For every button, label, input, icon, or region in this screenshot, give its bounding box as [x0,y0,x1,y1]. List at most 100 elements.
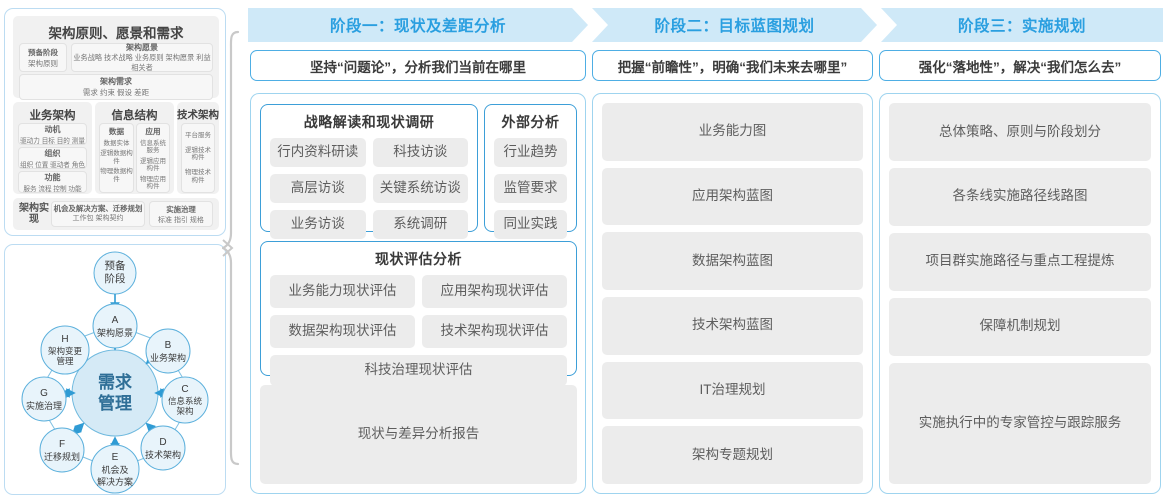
chip-research-1-1[interactable]: 关键系统访谈 [372,174,468,203]
wheel-node-g-letter: G [40,388,48,399]
chip-research-1-0[interactable]: 高层访谈 [270,174,366,203]
chip-external-2[interactable]: 同业实践 [494,210,567,239]
architecture-requirements-block: 架构需求 需求 约束 假设 差距 [19,74,213,100]
chip-assess-1-1[interactable]: 技术架构现状评估 [422,315,567,348]
chip-phase2-0[interactable]: 业务能力图 [602,103,863,161]
data-subcolumn: 数据 数据实体 逻辑数据构件 物理数据构件 [99,123,134,193]
phase3-banner: 阶段三：实施规划 [881,8,1163,42]
left-column: 架构原则、愿景和需求 预备阶段 架构原则 架构愿景 业务战略 技术战略 业务原则… [4,4,232,495]
technology-item-1: 逻辑技术构件 [185,146,211,162]
wheel-prep-line2: 阶段 [105,272,126,285]
assessment-row-3: 科技治理现状评估 [270,355,567,386]
application-title: 应用 [145,127,161,136]
chip-phase2-2[interactable]: 数据架构蓝图 [602,232,863,291]
prep-line2: 架构原则 [28,58,58,68]
wheel-node-a-letter: A [112,315,119,326]
wheel-node-b-letter: B [165,340,172,351]
chip-research-2-1[interactable]: 系统调研 [372,210,468,239]
wheel-node-c-letter: C [181,384,188,395]
brace-connector [220,28,250,468]
wheel-node-h-label2: 管理 [56,356,74,366]
wheel-node-c-label1: 信息系统 [168,396,203,406]
opportunities-migration-block: 机会及解决方案、迁移规划 工作包 架构契约 [51,201,145,227]
external-row-3: 同业实践 [494,210,567,239]
wheel-node-c-label2: 架构 [176,406,193,416]
technology-architecture-group: 技术架构 平台服务 逻辑技术构件 物理技术构件 [177,102,219,194]
technology-architecture-title: 技术架构 [177,109,219,121]
chip-assess-full[interactable]: 科技治理现状评估 [270,355,567,386]
chip-phase3-4[interactable]: 实施执行中的专家管控与跟踪服务 [889,362,1151,485]
chip-external-1[interactable]: 监管要求 [494,174,567,203]
adm-wheel-card: 需求 管理 预备 阶段 [4,244,226,495]
chip-phase3-3[interactable]: 保障机制规划 [889,297,1151,356]
wheel-node-e-letter: E [112,452,119,463]
motivation-title: 动机 [44,124,61,134]
phase2-banner-shape [592,8,877,42]
phase2-banner: 阶段二：目标蓝图规划 [592,8,877,42]
chip-assess-1-0[interactable]: 数据架构现状评估 [270,315,415,348]
data-title: 数据 [108,127,125,136]
chip-phase2-5[interactable]: 架构专题规划 [602,426,863,485]
wheel-node-f-label: 迁移规划 [44,451,80,462]
business-architecture-title: 业务架构 [29,110,76,122]
chip-research-0-1[interactable]: 科技访谈 [372,138,468,167]
chip-phase3-1[interactable]: 各条线实施路径线路图 [889,167,1151,226]
wheel-node-d-label: 技术架构 [145,449,181,460]
function-title: 功能 [44,172,61,182]
external-box-title: 外部分析 [501,114,560,130]
requirements-title: 架构需求 [100,77,132,86]
wheel-node-e-label1: 机会及 [101,464,128,475]
wheel-node-h-label1: 架构变更 [48,346,83,356]
prep-phase-block: 预备阶段 架构原则 [19,43,67,72]
wheel-center-line1: 需求 [98,372,132,392]
chip-phase3-0[interactable]: 总体策略、原则与阶段划分 [889,103,1151,161]
wheel-node-g-label: 实施治理 [26,400,62,411]
vision-title: 架构愿景 [126,43,158,52]
data-item-0: 数据实体 [103,140,130,147]
governance-items: 标准 指引 规格 [158,216,204,224]
organization-block: 组织 组织 位置 驱动者 角色 [18,147,87,169]
phase1-subtitle: 坚持“问题论”，分析我们当前在哪里 [250,50,586,81]
external-row-2: 监管要求 [494,174,567,203]
phase1-panel: 战略解读和现状调研 行内资料研读 科技访谈 高层访谈 关键系统访谈 业务访谈 系… [250,93,586,494]
opportunities-title: 机会及解决方案、迁移规划 [53,203,143,213]
application-item-1: 逻辑应用构件 [140,157,166,173]
wheel-node-a-label: 架构愿景 [97,327,133,338]
realization-label: 架构实现 [19,203,49,225]
implementation-governance-block: 实施治理 标准 指引 规格 [149,201,213,227]
organization-title: 组织 [44,148,61,158]
vision-items: 业务战略 技术战略 业务原则 架构愿景 利益相关者 [73,53,211,72]
chip-gap-analysis-report[interactable]: 现状与差异分析报告 [260,385,577,484]
chip-phase2-1[interactable]: 应用架构蓝图 [602,167,863,226]
chip-research-0-0[interactable]: 行内资料研读 [270,138,366,167]
research-row-2: 高层访谈 关键系统访谈 [270,174,468,203]
technology-item-2: 物理技术构件 [185,169,211,184]
external-analysis-box: 外部分析 行业趋势 监管要求 同业实践 [484,104,577,239]
phase2-banner-label: 阶段二：目标蓝图规划 [654,18,815,35]
chip-research-2-0[interactable]: 业务访谈 [270,210,366,239]
phase1-banner-label: 阶段一：现状及差距分析 [329,18,506,35]
chip-assess-0-0[interactable]: 业务能力现状评估 [270,275,415,308]
research-box: 战略解读和现状调研 行内资料研读 科技访谈 高层访谈 关键系统访谈 业务访谈 系… [260,104,478,239]
wheel-center-line2: 管理 [98,393,132,413]
information-structure-group: 信息结构 数据 数据实体 逻辑数据构件 物理数据构件 应用 信息系统服务 逻辑应… [95,102,174,194]
phase3-banner-shape [881,8,1163,42]
information-structure-title: 信息结构 [111,110,158,122]
chip-phase3-2[interactable]: 项目群实施路径与重点工程提炼 [889,232,1151,291]
data-item-2: 物理数据构件 [100,168,133,183]
governance-title: 实施治理 [166,204,196,214]
chip-external-0[interactable]: 行业趋势 [494,138,567,167]
research-row-3: 业务访谈 系统调研 [270,210,468,239]
chip-phase2-3[interactable]: 技术架构蓝图 [602,297,863,355]
wheel-node-b-label: 业务架构 [150,352,186,363]
assessment-row-2: 数据架构现状评估 技术架构现状评估 [270,315,567,348]
chip-assess-0-1[interactable]: 应用架构现状评估 [422,275,567,308]
togaf-title: 架构原则、愿景和需求 [48,26,184,41]
wheel-node-e-label2: 解决方案 [97,476,133,487]
prep-line1: 预备阶段 [28,47,58,57]
requirements-items: 需求 约束 假设 差距 [82,88,150,97]
architecture-vision-block: 架构愿景 业务战略 技术战略 业务原则 架构愿景 利益相关者 [71,43,213,72]
chip-phase2-4[interactable]: IT治理规划 [602,361,863,420]
phase2-panel: 业务能力图 应用架构蓝图 数据架构蓝图 技术架构蓝图 IT治理规划 架构专题规划 [592,93,873,494]
